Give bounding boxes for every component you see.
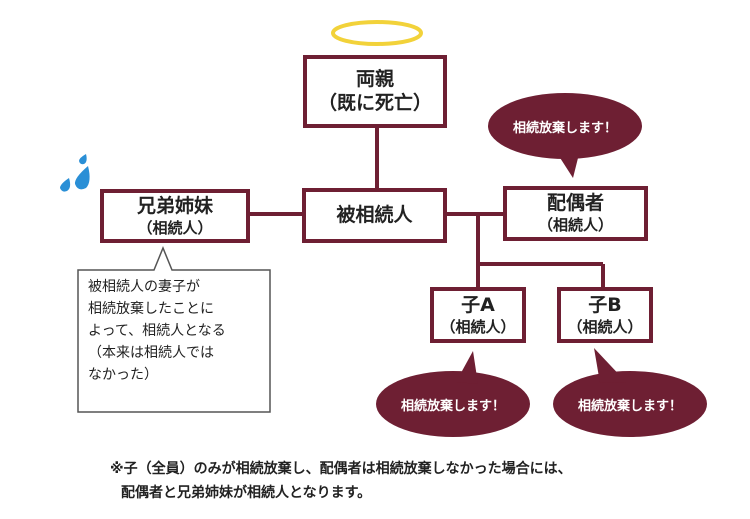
child-a-bubble [376,351,530,437]
spouse-status: （相続人） [537,216,613,234]
siblings-node: 兄弟姉妹 （相続人） [100,189,250,243]
child-b-status: （相続人） [567,317,643,336]
child-a-label: 子A [461,293,495,316]
callout-line: なかった） [88,367,158,383]
decedent-node: 被相続人 [302,188,447,243]
footnote: ※子（全員）のみが相続放棄し、配偶者は相続放棄しなかった場合には、 配偶者と兄弟… [110,457,730,505]
siblings-status: （相続人） [137,218,213,237]
decedent-label: 被相続人 [336,203,413,226]
callout-line: 相続放棄したことに [88,301,214,317]
halo-icon [331,20,423,46]
parents-label: 両親 [355,67,394,90]
callout-line: 被相続人の妻子が [88,279,200,295]
spouse-label: 配偶者 [546,192,604,215]
spouse-bubble-text: 相続放棄します！ [512,121,617,136]
child-a-bubble-text: 相続放棄します！ [400,399,505,414]
parents-node: 両親 （既に死亡） [303,55,447,128]
siblings-callout-text: 被相続人の妻子が 相続放棄したことに よって、相続人となる （本来は相続人では … [78,276,268,386]
child-b-node: 子B （相続人） [557,287,653,343]
child-b-bubble-text: 相続放棄します！ [577,399,682,414]
footnote-line-2: 配偶者と兄弟姉妹が相続人となります。 [121,485,372,501]
parents-status: （既に死亡） [317,91,432,114]
child-a-status: （相続人） [440,317,516,336]
spouse-bubble [488,93,642,178]
footnote-line-1: ※子（全員）のみが相続放棄し、配偶者は相続放棄しなかった場合には、 [110,461,572,477]
spouse-node: 配偶者 （相続人） [503,186,648,241]
siblings-label: 兄弟姉妹 [136,194,213,217]
callout-line: よって、相続人となる [88,323,226,339]
child-a-node: 子A （相続人） [430,287,526,343]
child-b-bubble [553,348,707,437]
sweat-drops-icon [60,154,90,192]
callout-line: （本来は相続人では [88,345,214,361]
siblings-callout-box [77,246,271,413]
connector-lines [250,126,605,287]
child-b-label: 子B [588,293,622,316]
